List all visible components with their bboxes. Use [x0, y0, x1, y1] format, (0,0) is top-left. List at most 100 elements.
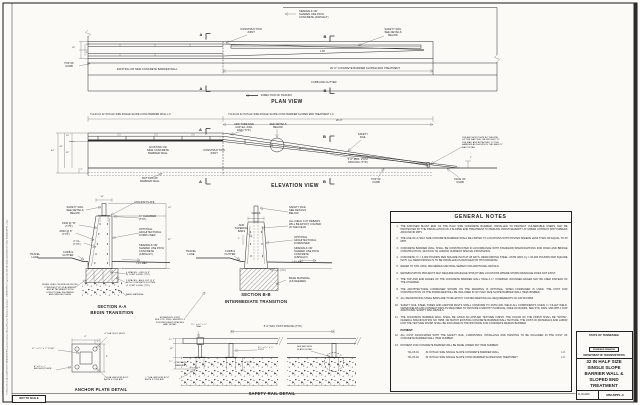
aa-bridge-note: WHEN USED ON BRIDGE DECKS CONFIRM (TYP) …: [42, 284, 78, 297]
note-number: 12.: [394, 334, 399, 338]
ap-post-label: 2½" x 2½" x ¼" POST: [32, 347, 55, 350]
drawing-title: 32 IN HALF SIZE SINGLE SLOPE BARRIER WAL…: [577, 359, 632, 390]
elev-post-spacing-label: 5'-0" MAX. POST SPACING (TYP.): [347, 157, 369, 164]
anchor-plate-linework: [55, 336, 108, 379]
section-aa-linework: [38, 198, 171, 297]
drawing-number: MM-BPPL-3: [597, 390, 632, 399]
title-block-agency: STATE OF TENNESSEE STANDARD DRAWING DEPA…: [576, 332, 632, 359]
bb-curb-gutter-label: CURB & GUTTER: [224, 250, 236, 257]
aa-slope-label: 1.5% MAX.: [136, 262, 148, 265]
elev-top-of-curb-label: TOP OF CURB: [371, 177, 381, 184]
plan-curb-gutter-label: CURB AND GUTTER: [311, 80, 337, 84]
note-number: 6.: [396, 271, 399, 275]
elevation-view-title: ELEVATION VIEW: [271, 183, 319, 189]
elev-dim-2-below: 2": [80, 168, 83, 171]
aa-spaces-v-label: 4 SPACES - V400 @ 6" @ JOINT & END (TYP.…: [126, 271, 151, 277]
note-text: CONCRETE: f'c = 4,000 POUNDS PER SQUARE …: [400, 255, 568, 262]
note-item: 13.PAYMENT FOR CONCRETE BARRIER WILL BE …: [394, 344, 568, 348]
drawing-title-line: SLOPED END: [589, 376, 619, 382]
aa-sidewalk-label: SIDEWALK OR SHARED USE PATH CONCRETE (AS…: [139, 243, 164, 256]
ap-anchor-bolt-label: ½" DIA. ANCHOR BOLT ASTM F-1554 A36: [104, 376, 129, 382]
elev-tube-cap-label: ADD TUBE END CAP EA. RAIL END (TYP.): [234, 122, 254, 132]
section-bb-title: SECTION B-B: [241, 292, 271, 297]
bb-formliner-label: OPTIONAL ARCHITECTURAL FORMLINER: [294, 235, 317, 245]
bb-field-cut-label: ALL FIELD CUT REBARS WILL BE EPOXY COATE…: [289, 219, 322, 229]
drawing-title-line: 32 IN HALF SIZE: [586, 359, 622, 365]
not-to-scale-box: NOT TO SCALE: [12, 394, 46, 403]
expansion-joint-note: EXPANSION JOINT SEE STD. DWG. MM-BPPL-2 …: [154, 316, 186, 327]
elev-dim-20: 20'-0": [336, 119, 343, 122]
note-item: 1.THE EXPOSED BLUNT END OF THE HALF SIZE…: [394, 224, 568, 235]
elev-dim-42: 42": [59, 146, 63, 148]
drawing-date: 11-30-2020: [578, 393, 590, 396]
title-block: STATE OF TENNESSEE STANDARD DRAWING DEPA…: [575, 331, 633, 400]
aa-safety-rail-label: SAFETY RAIL SEE DETAILS BELOW: [66, 205, 84, 215]
bb-slope-label: 1.5% MAX.: [292, 261, 304, 263]
elev-construction-joint-label: CONSTRUCTION JOINT: [203, 149, 225, 156]
pay-item-code: 711-03.02: [407, 355, 419, 359]
note-item: 8.THE ARCHITECTURAL FORMLINER SHOWN ON T…: [394, 288, 567, 295]
elev-safety-rail-label: SAFETY RAIL: [357, 132, 369, 139]
elev-pay-item-sloped: 711-03.02 32 IN HALF SIZE SINGLE SLOPE C…: [228, 112, 335, 116]
ap-plate-label: 8" x 8" x ½" ANCHOR PLATE: [34, 365, 52, 371]
note-text: REHABILITATION PROJECTS MAY REQUIRE DRAI…: [400, 271, 556, 275]
aa-curb-gutter-label: CURB & GUTTER: [62, 250, 74, 257]
plan-safety-rail-label: SAFETY RAIL SEE DETAILS BELOW: [384, 27, 402, 37]
ap-dim-8-top: 8": [84, 336, 87, 338]
sr-embed-dim: 6" TYP.: [244, 361, 252, 364]
aa-anchor-plate-label: ANCHOR PLATE: [134, 200, 155, 204]
bb-tapering-label: ADD TAPERING BARS: [234, 224, 249, 234]
note-text: THE TOP AND END EDGES OF THE CONCRETE BA…: [400, 278, 568, 285]
section-marker-b-top: B: [323, 34, 327, 39]
elev-bottom-wall-label: BOTTOM OF BARRIER WALL: [140, 176, 160, 183]
note-text: THE EXPOSED BLUNT END OF THE HALF SIZE C…: [400, 224, 568, 234]
plan-construction-joint-label: CONSTRUCTION JOINT: [240, 28, 262, 35]
aa-v400-label: V400 @ "D" (TYP.): [61, 221, 77, 228]
note-text: CONCRETE BARRIER WALL SHALL BE CONSTRUCT…: [400, 246, 568, 253]
bb-sidewalk-label: SIDEWALK OR SHARED USE PATH CONCRETE (AS…: [294, 246, 319, 259]
note-item: 4.CONCRETE: f'c = 4,000 POUNDS PER SQUAR…: [394, 255, 568, 263]
note-item: 12.ALL COST ASSOCIATED WITH THE SAFETY R…: [394, 334, 568, 341]
aa-dim-32r: 32": [168, 238, 172, 241]
plan-traffic-label: DIRECTION OF TRAFFIC: [261, 94, 293, 97]
standard-drawing-stamp: STANDARD DRAWING: [589, 347, 619, 353]
ap-dim-1: 1": [96, 341, 99, 343]
section-bb-linework: [184, 205, 333, 319]
bb-travel-lane-label: TRAVEL LANE: [185, 250, 197, 257]
aa-clearance-label: 2" CL. (TYP.): [73, 240, 81, 247]
elev-existing-wall-label: EXISTING OR NEW CONCRETE BARRIER WALL: [147, 146, 169, 156]
sr-spacing-dim: 5'-0" MAX. POST SPACING (TYP.): [263, 325, 303, 328]
note-number: 11.: [395, 315, 399, 319]
sr-dim-embed: 7½": [169, 360, 173, 363]
sr-rail-label: 2½" x 2½" x ¼" RAIL: [191, 323, 207, 329]
state-name: STATE OF TENNESSEE: [589, 333, 619, 337]
section-aa-title: SECTION A-A: [97, 304, 127, 309]
drawing-title-line: SINGLE SLOPE: [587, 365, 621, 371]
title-block-footer: 11-30-2020 MM-BPPL-3: [576, 389, 632, 399]
note-number: 2.: [396, 237, 399, 241]
aa-travel-lane-label: TRAVEL LANE: [29, 252, 41, 259]
stamp-line2: DRAWING: [605, 348, 616, 351]
plan-sidewalk-label: SIDEWALK OR SHARED USE PATH CONCRETE (AS…: [299, 9, 329, 19]
note-item: 10.SAFETY RAIL STEEL TUBES AND ANCHOR BO…: [394, 304, 568, 314]
section-aa-subtitle: BEGIN TRANSITION: [90, 310, 134, 315]
elev-pay-item-wall: 711-03.01 32 IN HALF SIZE SINGLE SLOPE C…: [90, 112, 172, 116]
plan-dim-bottom: 4": [86, 51, 89, 54]
note-item: 11.THE CONCRETE BARRIER WALL SHALL BE GI…: [394, 315, 568, 326]
drawing-title-line: TREATMENT: [590, 382, 618, 388]
pay-item-unit: L.F.: [561, 355, 566, 359]
aa-formliner-label: OPTIONAL ARCHITECTURAL FORM LINER: [139, 227, 162, 237]
section-marker-a-bottom: A: [199, 85, 203, 91]
note-item: 5.REFER TO STD. DWG. MM-SERIES AND RD11-…: [394, 265, 568, 269]
elev-dim-44: 44": [51, 150, 55, 152]
scale-note: NOT TO SCALE: [19, 397, 39, 400]
ap-dim-8-right: 8": [106, 356, 109, 358]
elev-anchor-note: THE ANCHOR PLATE AT THE END OF THE RAIL …: [462, 136, 503, 149]
elevation-view-linework: [56, 116, 497, 185]
plan-slope-ratio: 1:50: [320, 50, 325, 53]
elev-see-details-label: SEE DETAILS BELOW: [269, 122, 287, 129]
note-text: THE CONCRETE BARRIER WALL SHALL BE GIVEN…: [400, 315, 568, 325]
elev-marker-b-bottom: B: [323, 179, 326, 184]
note-number: 5.: [396, 265, 399, 269]
